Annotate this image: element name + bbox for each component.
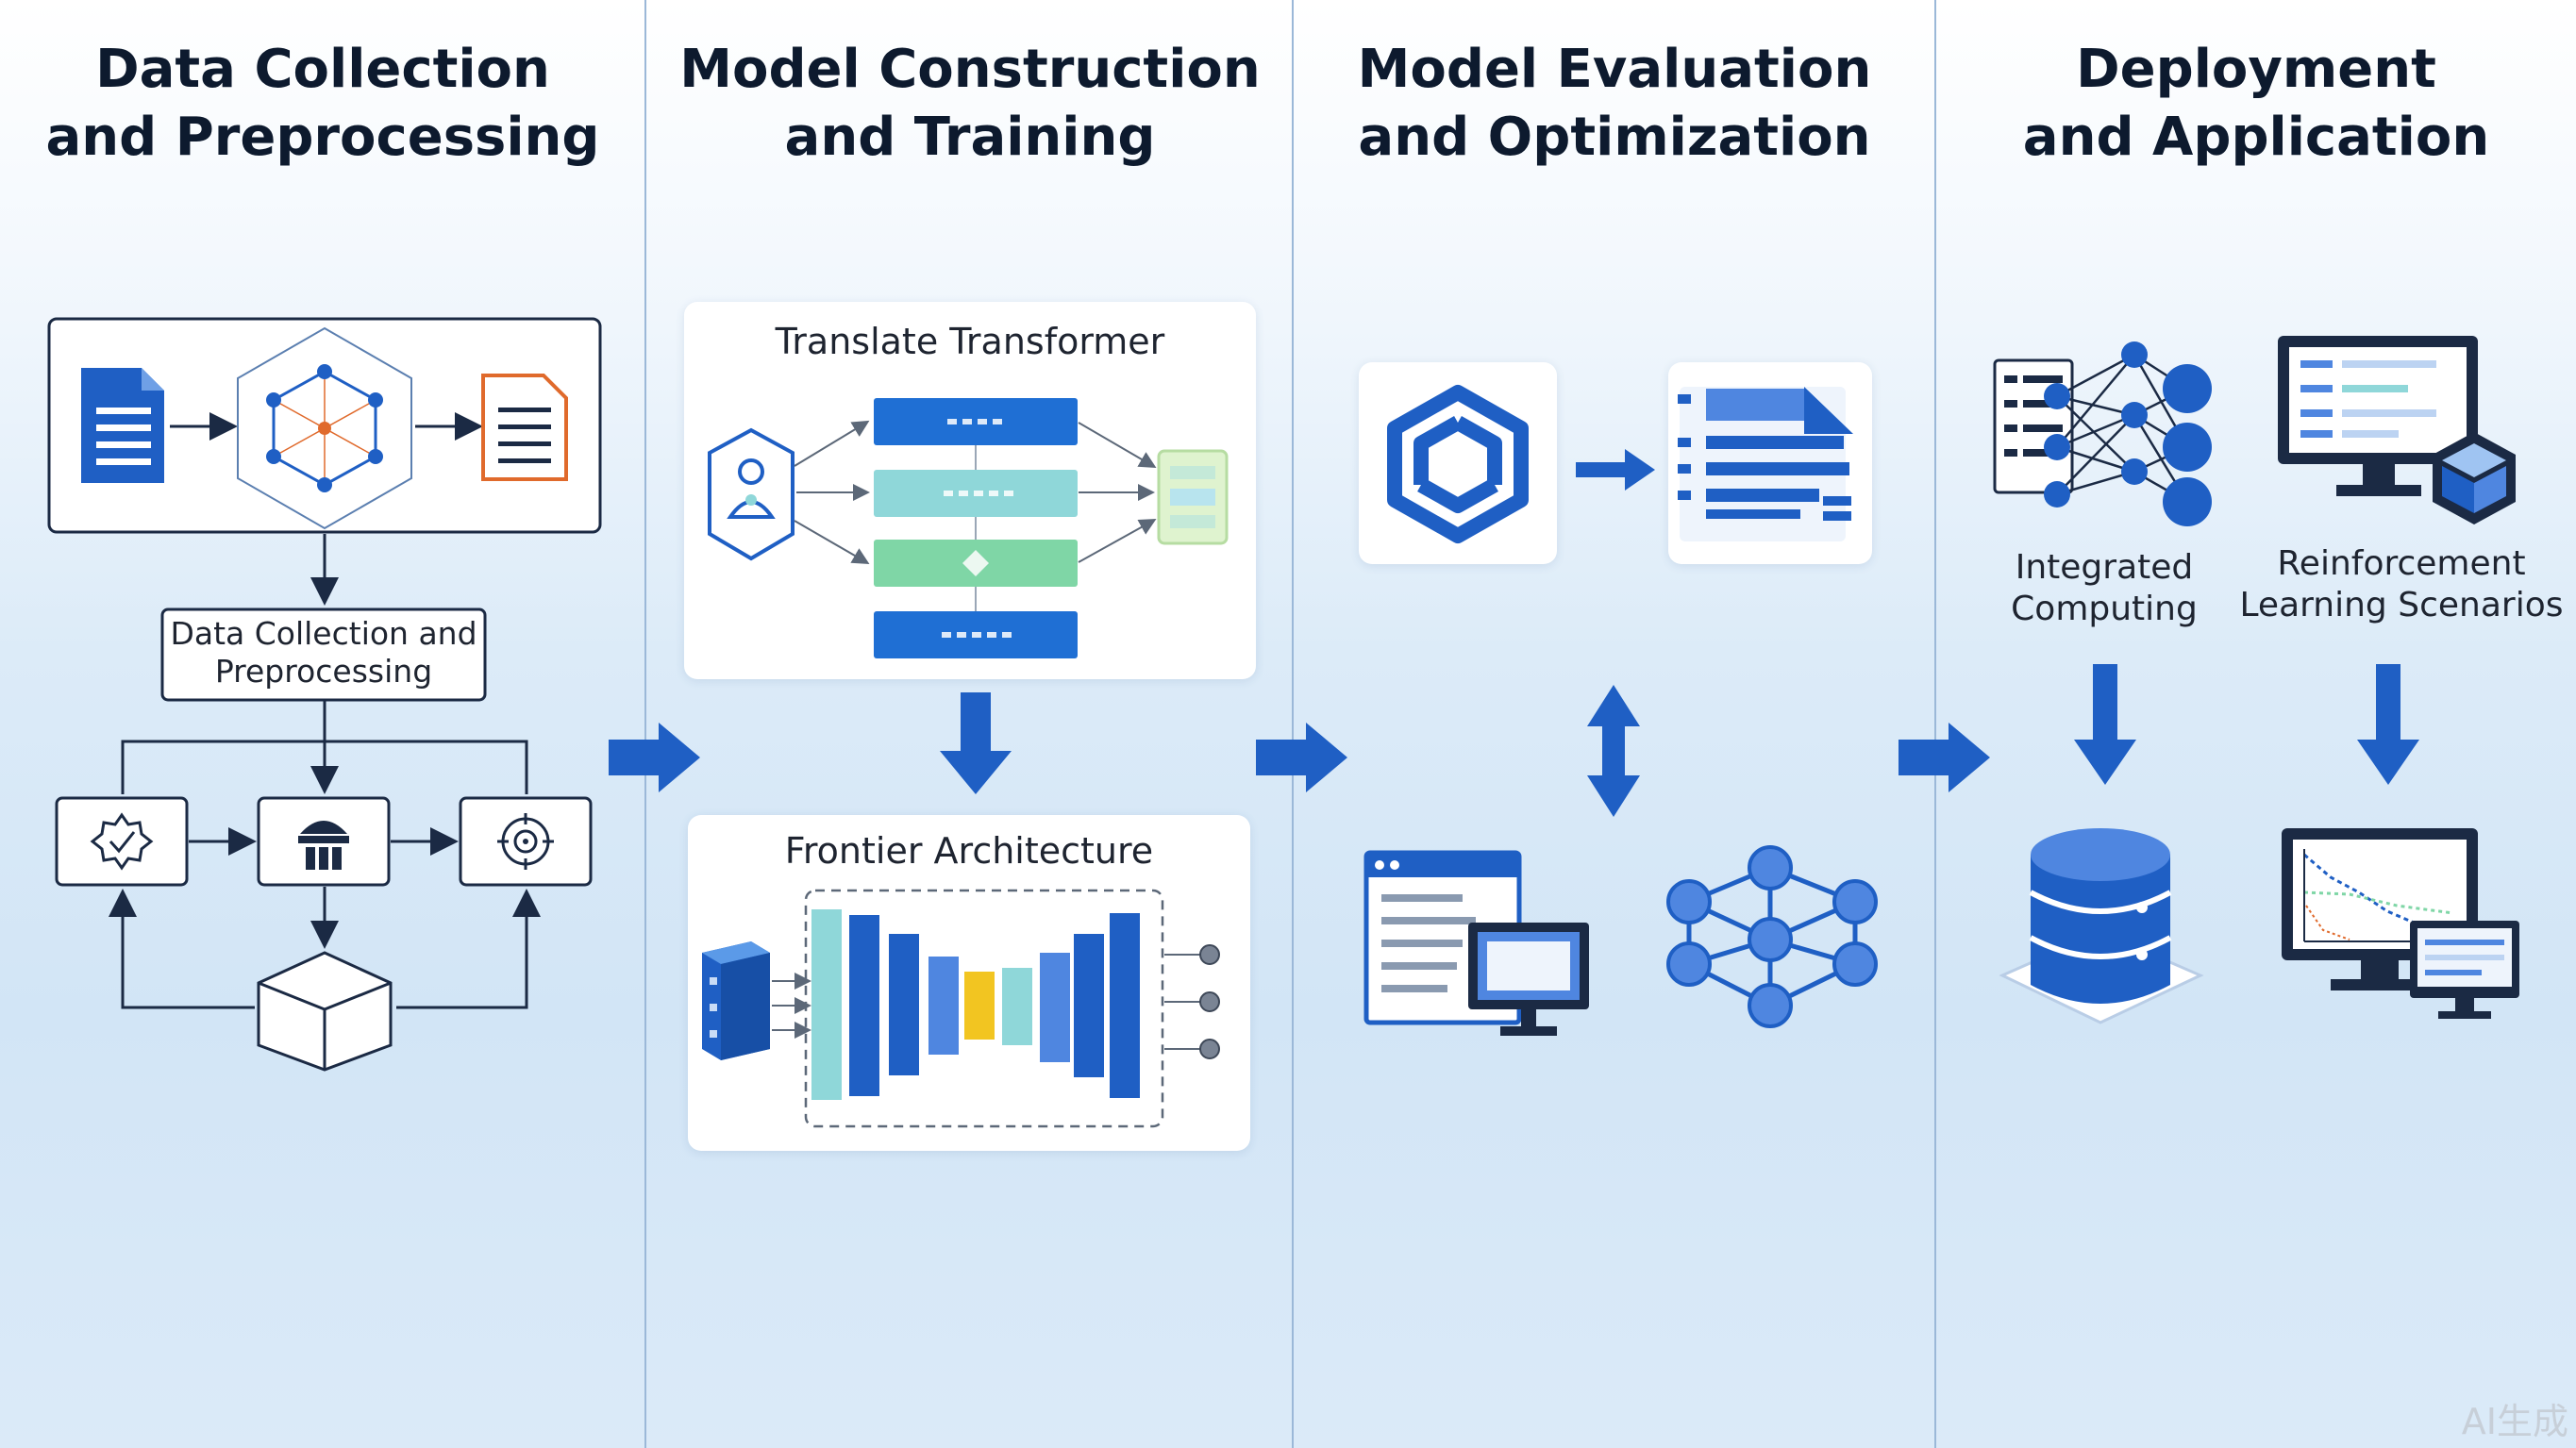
integrated-network-icon bbox=[1993, 341, 2212, 526]
output-panel-icon bbox=[1157, 449, 1229, 545]
hexagon-network-icon bbox=[237, 326, 412, 530]
blue-document-icon bbox=[81, 368, 164, 483]
encoder-layer-1 bbox=[874, 398, 1078, 445]
application-monitor-icon bbox=[2282, 828, 2519, 1019]
data-stage-graphics bbox=[47, 317, 602, 1072]
flow-arrow-2 bbox=[1256, 723, 1347, 792]
deploy-down-arrow-1 bbox=[2074, 664, 2136, 785]
report-document-icon bbox=[1678, 387, 1853, 541]
server-stack-icon bbox=[702, 941, 770, 1060]
stage-title-model: Model Construction and Training bbox=[679, 39, 1261, 168]
evaluation-bidirectional-arrow bbox=[1587, 685, 1640, 817]
stage-title-deployment: Deployment and Application bbox=[2022, 39, 2490, 168]
arch-layer-1 bbox=[811, 909, 842, 1100]
integrated-computing-label: Integrated Computing bbox=[2011, 548, 2198, 628]
settings-step-box bbox=[55, 796, 189, 887]
database-icon bbox=[1999, 828, 2204, 1024]
target-icon bbox=[497, 813, 554, 870]
reinforcement-monitor-icon bbox=[2278, 336, 2516, 524]
process-label: Data Collection and Preprocessing bbox=[170, 615, 477, 690]
deploy-down-arrow-2 bbox=[2357, 664, 2419, 785]
reinforcement-learning-label: Reinforcement Learning Scenarios bbox=[2239, 544, 2564, 624]
arch-layer-3 bbox=[889, 934, 919, 1075]
stage-title-evaluation: Model Evaluation and Optimization bbox=[1357, 39, 1872, 168]
arch-layer-8 bbox=[1074, 934, 1104, 1077]
watermark: AI生成 bbox=[2461, 1401, 2568, 1442]
arch-layer-2 bbox=[849, 915, 879, 1096]
divider-1 bbox=[644, 0, 646, 1448]
flow-arrow-3 bbox=[1899, 723, 1990, 792]
transformer-label: Translate Transformer bbox=[775, 321, 1165, 362]
network-graph-icon bbox=[1666, 845, 1878, 1028]
arch-layer-6 bbox=[1002, 968, 1032, 1045]
cube-icon bbox=[257, 951, 393, 1072]
arch-layer-5 bbox=[964, 972, 995, 1040]
arch-layer-4 bbox=[928, 957, 959, 1055]
dome-icon bbox=[298, 821, 349, 870]
model-down-arrow bbox=[940, 692, 1012, 794]
stage-title-data: Data Collection and Preprocessing bbox=[45, 39, 600, 168]
flow-arrow-1 bbox=[609, 723, 700, 792]
model-agent-icon bbox=[708, 427, 795, 561]
orange-document-icon bbox=[481, 374, 568, 481]
evaluation-right-arrow bbox=[1576, 449, 1655, 491]
monitor-icon bbox=[1468, 923, 1589, 1036]
geometric-logo-icon bbox=[1387, 385, 1529, 543]
divider-3 bbox=[1934, 0, 1936, 1448]
arch-layer-9 bbox=[1110, 913, 1140, 1098]
frontier-label: Frontier Architecture bbox=[784, 830, 1154, 872]
arch-layer-7 bbox=[1040, 953, 1070, 1062]
divider-2 bbox=[1292, 0, 1294, 1448]
gear-icon bbox=[90, 812, 154, 871]
